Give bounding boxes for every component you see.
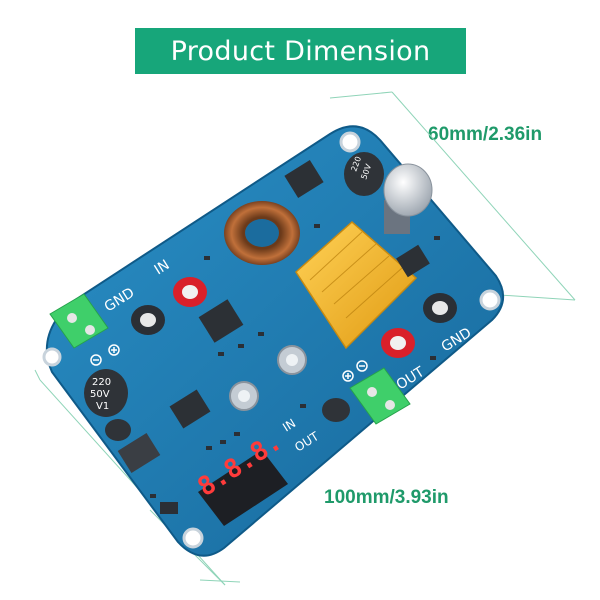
screw-terminal-input	[49, 293, 109, 349]
inductor-smd	[117, 432, 161, 474]
capacitor-left-mark: V1	[96, 401, 109, 412]
silk-in-top: IN	[152, 257, 173, 278]
controller-chip	[169, 389, 211, 429]
mounting-hole	[479, 289, 501, 311]
terminal-post-black-right	[423, 293, 457, 323]
mosfet-middle	[198, 299, 244, 343]
capacitor-small	[105, 419, 131, 441]
capacitor-left-rating: 50V	[90, 389, 110, 400]
regulator-chip	[396, 244, 430, 278]
heatsink	[295, 220, 418, 350]
width-dimension-label: 100mm/3.93in	[324, 487, 449, 508]
mosfet-top	[284, 160, 324, 198]
terminal-post-red-left	[173, 277, 207, 307]
page-title: Product Dimension	[135, 28, 466, 74]
capacitor-small	[322, 398, 350, 422]
terminal-post-black-left	[131, 305, 165, 335]
capacitor-left-label: 220	[92, 377, 111, 388]
mounting-hole	[339, 131, 361, 153]
polarity-symbols	[90, 344, 368, 382]
terminal-post-red-right	[381, 328, 415, 358]
screw-terminal-output	[349, 367, 411, 425]
toroid-inductor	[224, 201, 300, 265]
mounting-hole	[42, 347, 62, 367]
height-dimension-label: 60mm/2.36in	[428, 124, 543, 145]
capacitor-left: 220 50V V1	[84, 369, 128, 417]
potentiometer-knob	[383, 163, 433, 234]
mounting-hole	[182, 527, 204, 549]
capacitor-top: 220 50V	[344, 152, 384, 196]
smd-components	[150, 224, 440, 514]
